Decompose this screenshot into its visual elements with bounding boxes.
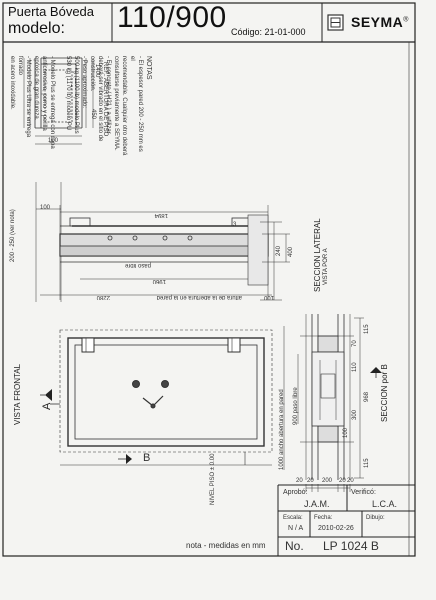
- note-line: deberá ser vibrado en el sitio de: [97, 56, 103, 142]
- dim-100-top-b: 100: [263, 294, 274, 300]
- scale-value: N / A: [288, 525, 304, 532]
- dim-1960: 1960: [152, 278, 166, 284]
- note-line: en acero inoxidable.: [9, 56, 15, 110]
- side-section-subtitle: VISTA POR A: [323, 248, 329, 285]
- bottom-dim: 200: [322, 478, 333, 484]
- sheet-frame: [2, 2, 416, 557]
- dim-100-section: 100: [343, 427, 349, 438]
- note-line: - El espesor pared 200 - 250 mm es el: [129, 56, 143, 152]
- dim-115-top: 115: [364, 324, 370, 334]
- section-marker-a: A: [41, 402, 53, 410]
- bottom-dim: 20: [307, 478, 314, 484]
- bottom-dim: 20: [296, 478, 303, 484]
- section-marker-b: B: [143, 452, 151, 464]
- model-number: 110/900: [117, 1, 227, 34]
- note-line: [56, 56, 64, 156]
- side-section-title: SECCION LATERAL: [313, 218, 322, 292]
- product-code: Código: 21-01-000: [231, 27, 306, 37]
- dim-110: 110: [352, 362, 358, 372]
- wall-opening-width-label: 1000 ancho abertura en pared: [279, 389, 285, 470]
- floor-level-label: NIVEL PISO ± 0.00: [210, 453, 216, 505]
- note-line: anticorrosiva, pomo y perilla: [41, 56, 47, 131]
- dim-2280: 2280: [96, 294, 110, 300]
- note-line: - Peso aproximado:: [81, 56, 87, 109]
- dim-100-top: 100: [40, 205, 51, 211]
- approved-by-value: J.A.M.: [304, 499, 330, 509]
- drawing-number-label: No.: [285, 539, 304, 553]
- note-line: epóxica de gran dureza.: [33, 56, 39, 121]
- notes-title: NOTAS: [145, 56, 152, 80]
- note-line: recomendable. Cualquier otro deberá: [121, 56, 127, 156]
- note-line: consultarse previamente a SEYMA.: [113, 56, 119, 151]
- date-label: Fecha:: [314, 515, 333, 521]
- dim-wall-thickness: 200 - 250 (ver nota): [10, 209, 16, 262]
- wall-opening-height-label: altura de la abertura en la pared: [156, 294, 242, 300]
- note-line: - Modelo Plus se entrega con capa: [49, 56, 55, 149]
- dim-300: 300: [352, 409, 358, 420]
- bottom-dim: 20: [339, 478, 346, 484]
- product-series-title: Puerta Bóveda: [8, 4, 95, 19]
- note-line: construcción.: [89, 56, 95, 92]
- section-b-view: [283, 314, 382, 492]
- approved-by-label: Aprobó:: [283, 489, 308, 496]
- section-b-title: SECCION por B: [380, 364, 389, 422]
- dim-240: 240: [276, 245, 282, 256]
- title-block-lines: [277, 484, 415, 556]
- front-view-title: VISTA FRONTAL: [13, 363, 22, 425]
- clear-width-label: 900 paso libre: [293, 387, 299, 425]
- note-line: 500 kg (1100 lb) modelo Plus: [73, 56, 79, 134]
- dim-115-bottom: 115: [364, 458, 370, 468]
- drawn-by-label: Dibujo:: [366, 515, 385, 521]
- brand-text: SEYMA: [351, 14, 404, 30]
- dim-3: 3: [233, 222, 237, 228]
- dim-100-plan: 100: [48, 138, 59, 144]
- drawing-number: LP 1024 B: [323, 539, 379, 553]
- verified-by-label: Verificó:: [351, 489, 376, 496]
- notes-block: NOTAS - El espesor pared 200 - 250 mm es…: [8, 56, 152, 156]
- scale-label: Escala:: [283, 515, 303, 521]
- bottom-dim: 20: [347, 478, 354, 484]
- dim-400: 400: [288, 246, 294, 257]
- seyma-logo-icon: [327, 14, 344, 31]
- floor-opening-plan: [23, 57, 94, 145]
- note-line: - Modelo Plus Ultra se entrega forrado: [17, 56, 31, 138]
- door-front-view: [40, 329, 273, 466]
- door-top-view: [35, 182, 290, 302]
- model-label: modelo:: [8, 20, 65, 37]
- note-line: - El concreto ( H21 ) a utilizar: [105, 56, 111, 134]
- brand-name: SEYMA®: [351, 14, 409, 30]
- units-note: nota - medidas en mm: [186, 541, 266, 550]
- registered-mark: ®: [403, 16, 409, 24]
- paso-libre-label: paso libre: [124, 262, 151, 268]
- dim-968: 968: [364, 391, 370, 402]
- date-value: 2010-02-26: [318, 525, 354, 532]
- verified-by-value: L.C.A.: [372, 499, 398, 509]
- note-line: 530 kg (1170 lb) modelo PU: [65, 56, 71, 131]
- dim-70: 70: [352, 340, 358, 347]
- dim-1894: 1894: [154, 212, 168, 218]
